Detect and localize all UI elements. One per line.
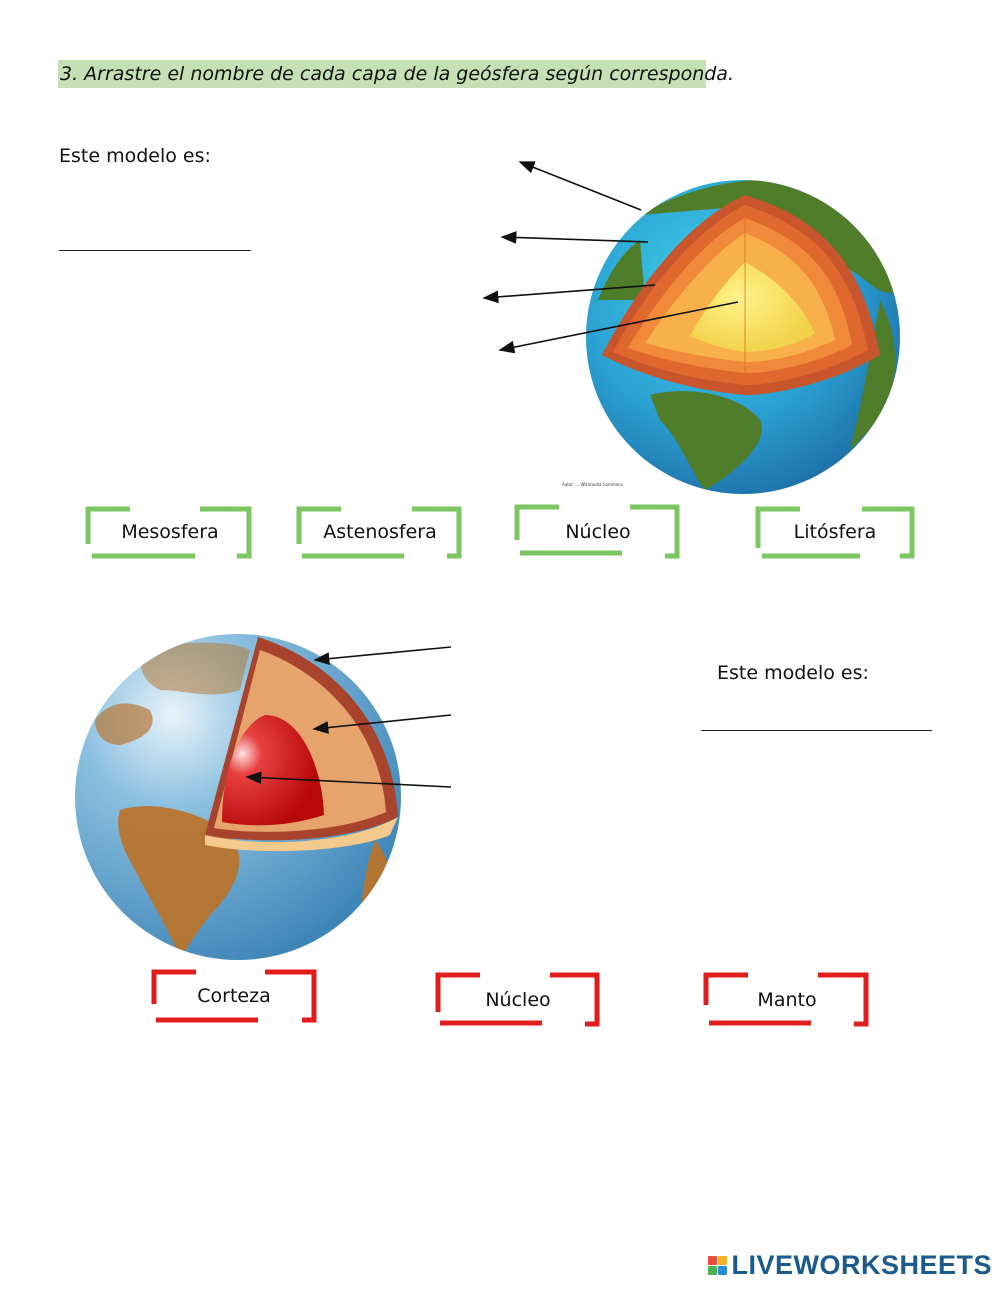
- model1-label: Este modelo es:: [59, 145, 211, 167]
- tag-corteza[interactable]: Corteza: [197, 985, 271, 1007]
- earth1-arrows: [482, 161, 739, 354]
- tag-nucleo-2[interactable]: Núcleo: [485, 989, 551, 1011]
- tag-mesosfera[interactable]: Mesosfera: [121, 521, 219, 543]
- model2-tag-frames: [151, 969, 869, 1027]
- instruction-text: 3. Arrastre el nombre de cada capa de la…: [58, 60, 734, 88]
- earth1-globe: [586, 180, 900, 494]
- logo-text: LIVEWORKSHEETS: [731, 1249, 992, 1280]
- liveworksheets-logo: LIVEWORKSHEETS: [708, 1249, 992, 1280]
- image-credit: Autor: ... Wikimedia Commons: [562, 482, 623, 487]
- tag-nucleo-1[interactable]: Núcleo: [565, 521, 631, 543]
- model2-answer-blank[interactable]: [701, 730, 932, 731]
- model1-answer-blank[interactable]: [59, 250, 251, 251]
- model2-label: Este modelo es:: [717, 662, 869, 684]
- logo-blocks-icon: [708, 1255, 728, 1275]
- earth2-globe: [75, 634, 401, 960]
- earth2-arrows: [245, 646, 452, 788]
- tag-litosfera[interactable]: Litósfera: [793, 521, 877, 543]
- tag-manto[interactable]: Manto: [757, 989, 817, 1011]
- model1-tag-frames: [85, 504, 915, 559]
- tag-astenosfera[interactable]: Astenosfera: [323, 521, 437, 543]
